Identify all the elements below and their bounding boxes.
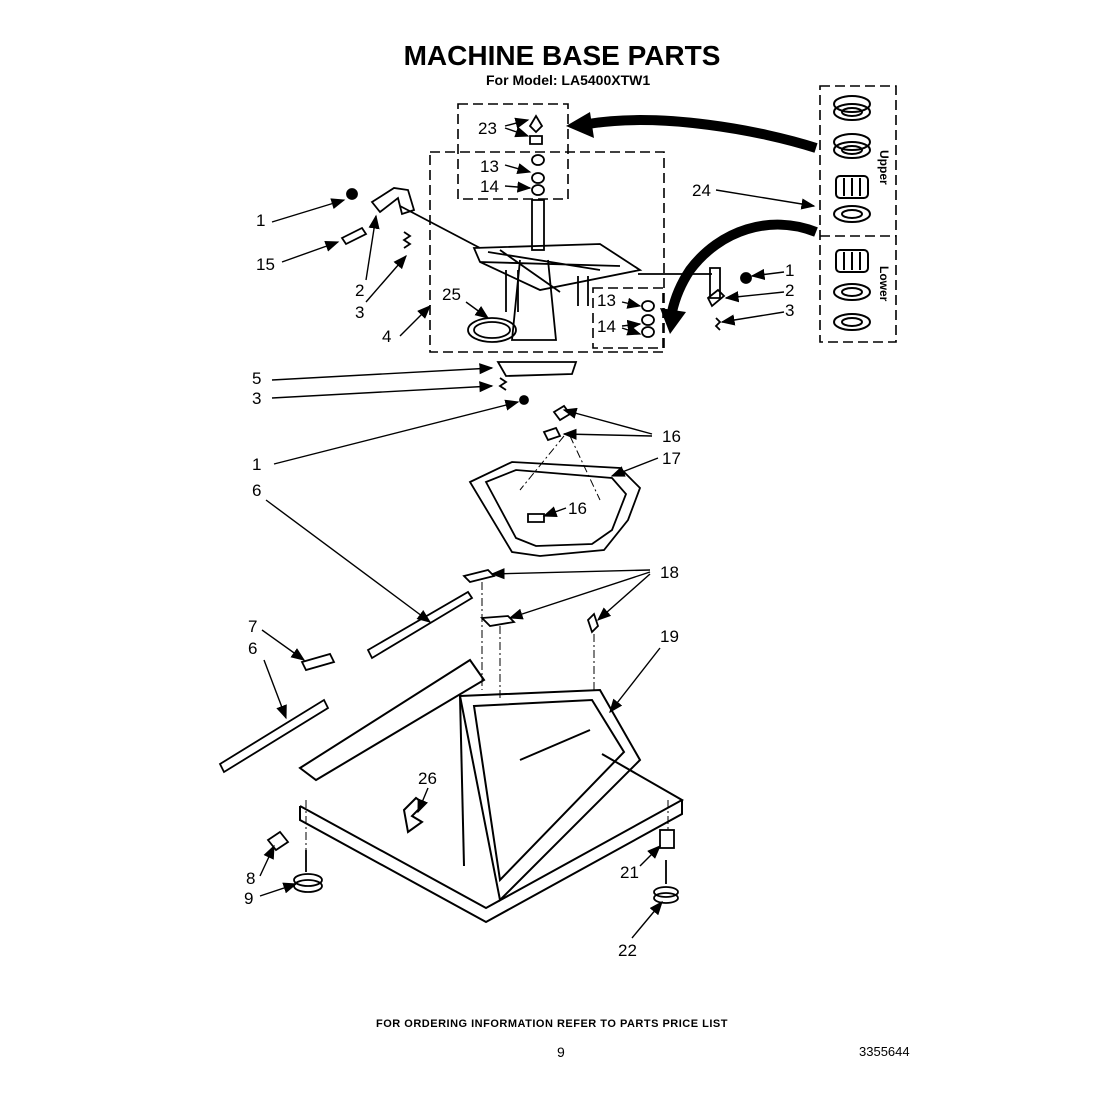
- callout-26: 26: [418, 769, 437, 788]
- page-title: MACHINE BASE PARTS: [403, 40, 721, 71]
- callout-16: 16: [662, 427, 681, 446]
- callout-17: 17: [662, 449, 681, 468]
- callout-21: 21: [620, 863, 639, 882]
- callout-6: 6: [252, 481, 261, 500]
- callout-1-right: 1: [785, 261, 794, 280]
- bearing-set-lower: [833, 249, 871, 331]
- inset-label-lower: Lower: [877, 266, 891, 302]
- callout-9: 9: [244, 889, 253, 908]
- callout-13: 13: [480, 157, 499, 176]
- bearing-inset-box: [819, 85, 897, 343]
- page-number: 9: [557, 1044, 565, 1060]
- curved-arrows: [566, 112, 818, 334]
- transmission-assembly: [399, 114, 712, 341]
- callout-18: 18: [660, 563, 679, 582]
- document-number: 3355644: [859, 1044, 910, 1059]
- transmission-box: [429, 151, 665, 353]
- callout-14-lower: 14: [597, 317, 616, 336]
- base-frame: [298, 658, 685, 924]
- top-cover-plate: [468, 404, 642, 557]
- ordering-note: FOR ORDERING INFORMATION REFER TO PARTS …: [376, 1018, 728, 1030]
- callout-8: 8: [246, 869, 255, 888]
- clips: [462, 569, 600, 634]
- callout-15: 15: [256, 255, 275, 274]
- side-rails: [218, 590, 474, 774]
- callout-1-lower: 1: [252, 455, 261, 474]
- callout-3: 3: [355, 303, 364, 322]
- callout-14: 14: [480, 177, 499, 196]
- callout-2-right: 2: [785, 281, 794, 300]
- callout-19: 19: [660, 627, 679, 646]
- alignment-lines: [305, 435, 669, 850]
- callout-labels: 23 13 14 24 1 15 2 3 4 25 13 14 1 2 3 5 …: [244, 119, 794, 960]
- callout-3-lower: 3: [252, 389, 261, 408]
- callout-13-lower: 13: [597, 291, 616, 310]
- callout-22: 22: [618, 941, 637, 960]
- callout-2: 2: [355, 281, 364, 300]
- callout-25: 25: [442, 285, 461, 304]
- dashed-groupings: [429, 85, 897, 353]
- callout-6-lower: 6: [248, 639, 257, 658]
- callout-7: 7: [248, 617, 257, 636]
- callout-1: 1: [256, 211, 265, 230]
- callout-16-inner: 16: [568, 499, 587, 518]
- bearing-set-upper: [833, 95, 871, 223]
- callout-24: 24: [692, 181, 711, 200]
- leveling-legs: [266, 829, 679, 904]
- callout-3-right: 3: [785, 301, 794, 320]
- callout-5: 5: [252, 369, 261, 388]
- callout-4: 4: [382, 327, 391, 346]
- small-parts: [340, 187, 752, 405]
- model-subtitle: For Model: LA5400XTW1: [486, 72, 651, 88]
- inset-label-upper: Upper: [877, 150, 891, 185]
- leader-lines: [259, 117, 816, 939]
- callout-23: 23: [478, 119, 497, 138]
- lower-bearing-box: [592, 287, 664, 349]
